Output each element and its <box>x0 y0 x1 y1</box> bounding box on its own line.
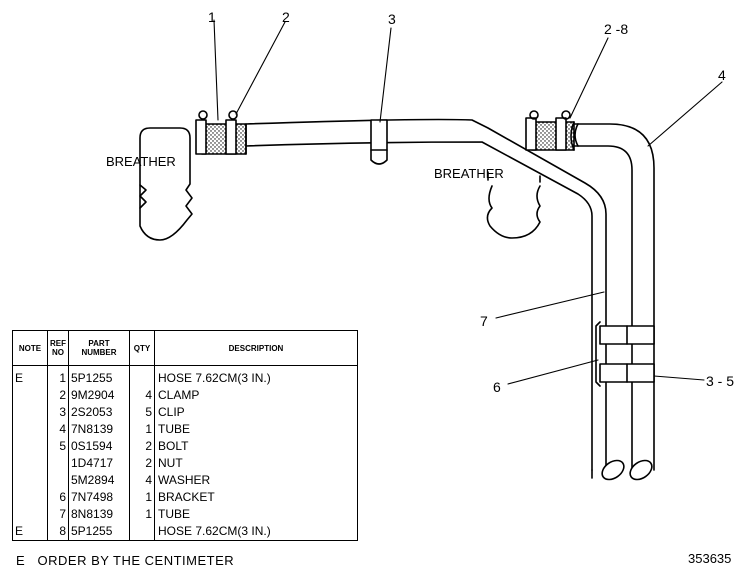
parts-table-header: NOTE REF NO PART NUMBER QTY DESCRIPTION <box>12 330 358 366</box>
callout-2: 2 <box>282 9 290 25</box>
clip-3 <box>370 119 388 165</box>
note-cell <box>12 387 48 404</box>
description-cell: HOSE 7.62CM(3 IN.) <box>154 365 358 387</box>
left-hose <box>195 110 247 155</box>
description-cell: HOSE 7.62CM(3 IN.) <box>154 523 358 541</box>
header-description: DESCRIPTION <box>154 330 358 366</box>
tube-7 <box>245 118 607 471</box>
header-ref-no: REF NO <box>47 330 69 366</box>
parts-table: NOTE REF NO PART NUMBER QTY DESCRIPTION … <box>12 330 358 541</box>
ref-cell: 3 <box>47 404 69 421</box>
callout-1: 1 <box>208 9 216 25</box>
drawing-number: 353635 <box>688 551 732 566</box>
description-cell: BRACKET <box>154 489 358 506</box>
table-row: 7 8N8139 1 TUBE <box>12 506 358 523</box>
description-cell: CLIP <box>154 404 358 421</box>
part-number-cell: 5P1255 <box>68 523 130 541</box>
ref-cell: 6 <box>47 489 69 506</box>
description-cell: CLAMP <box>154 387 358 404</box>
ref-cell <box>47 472 69 489</box>
note-cell <box>12 438 48 455</box>
qty-cell: 5 <box>129 404 155 421</box>
left-breather <box>139 127 193 241</box>
qty-cell: 2 <box>129 438 155 455</box>
ref-cell <box>47 455 69 472</box>
qty-cell: 4 <box>129 387 155 404</box>
callout-3: 3 <box>388 11 396 27</box>
table-row: 1D4717 2 NUT <box>12 455 358 472</box>
table-row: 4 7N8139 1 TUBE <box>12 421 358 438</box>
lower-clips-bracket <box>595 321 655 387</box>
table-row: 3 2S2053 5 CLIP <box>12 404 358 421</box>
ref-cell: 4 <box>47 421 69 438</box>
qty-cell: 1 <box>129 421 155 438</box>
callout-3-5: 3 - 5 <box>706 373 734 389</box>
footnote: E ORDER BY THE CENTIMETER <box>16 553 235 568</box>
right-breather <box>486 171 541 239</box>
description-cell: TUBE <box>154 421 358 438</box>
qty-cell: 4 <box>129 472 155 489</box>
note-cell <box>12 421 48 438</box>
note-cell: E <box>12 523 48 541</box>
table-row: 5M2894 4 WASHER <box>12 472 358 489</box>
callout-6: 6 <box>493 379 501 395</box>
table-row: 2 9M2904 4 CLAMP <box>12 387 358 404</box>
leader-lines <box>213 19 723 385</box>
part-number-cell: 7N8139 <box>68 421 130 438</box>
description-cell: WASHER <box>154 472 358 489</box>
qty-cell <box>129 365 155 387</box>
callout-2-8: 2 -8 <box>604 21 628 37</box>
ref-cell: 7 <box>47 506 69 523</box>
qty-cell <box>129 523 155 541</box>
ref-cell: 5 <box>47 438 69 455</box>
header-part-number: PART NUMBER <box>68 330 130 366</box>
ref-cell: 8 <box>47 523 69 541</box>
part-number-cell: 0S1594 <box>68 438 130 455</box>
note-cell <box>12 472 48 489</box>
note-cell: E <box>12 365 48 387</box>
table-row: 5 0S1594 2 BOLT <box>12 438 358 455</box>
part-number-cell: 1D4717 <box>68 455 130 472</box>
qty-cell: 1 <box>129 489 155 506</box>
part-number-cell: 5P1255 <box>68 365 130 387</box>
ref-cell: 2 <box>47 387 69 404</box>
tube-ends <box>591 459 653 481</box>
breather-label-right: BREATHER <box>434 166 504 181</box>
table-row: E 8 5P1255 HOSE 7.62CM(3 IN.) <box>12 523 358 541</box>
breather-label-left: BREATHER <box>106 154 176 169</box>
description-cell: TUBE <box>154 506 358 523</box>
note-cell <box>12 489 48 506</box>
part-number-cell: 5M2894 <box>68 472 130 489</box>
callout-7: 7 <box>480 313 488 329</box>
note-cell <box>12 455 48 472</box>
ref-cell: 1 <box>47 365 69 387</box>
description-cell: BOLT <box>154 438 358 455</box>
header-note: NOTE <box>12 330 48 366</box>
qty-cell: 1 <box>129 506 155 523</box>
right-hose <box>525 110 575 151</box>
part-number-cell: 8N8139 <box>68 506 130 523</box>
part-number-cell: 7N7498 <box>68 489 130 506</box>
qty-cell: 2 <box>129 455 155 472</box>
table-row: 6 7N7498 1 BRACKET <box>12 489 358 506</box>
callout-4: 4 <box>718 67 726 83</box>
description-cell: NUT <box>154 455 358 472</box>
header-qty: QTY <box>129 330 155 366</box>
tube-4 <box>573 123 655 471</box>
part-number-cell: 2S2053 <box>68 404 130 421</box>
note-cell <box>12 404 48 421</box>
part-number-cell: 9M2904 <box>68 387 130 404</box>
note-cell <box>12 506 48 523</box>
table-row: E 1 5P1255 HOSE 7.62CM(3 IN.) <box>12 365 358 387</box>
